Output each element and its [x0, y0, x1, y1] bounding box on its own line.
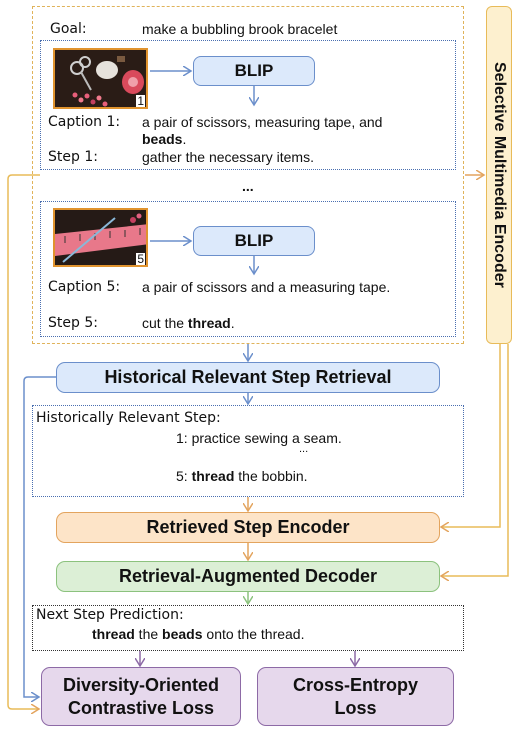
caption-1-line: a pair of scissors, measuring tape, and — [142, 114, 383, 130]
relevant-item-1: 1: practice sewing a seam. — [176, 430, 342, 446]
step-5-text: cut the thread. — [142, 315, 235, 331]
craft-supplies-image — [55, 50, 146, 107]
retrieval-box: Historical Relevant Step Retrieval — [56, 362, 440, 393]
contrastive-loss-box: Diversity-Oriented Contrastive Loss — [41, 667, 241, 726]
cross-entropy-loss-box: Cross-Entropy Loss — [257, 667, 454, 726]
prediction-bold-1: thread — [92, 626, 135, 642]
caption-1-text: a pair of scissors, measuring tape, and … — [142, 114, 448, 148]
contrastive-loss-line-1: Diversity-Oriented — [62, 675, 220, 695]
relevant-item-5-bold: thread — [191, 468, 235, 484]
step-5-bold: thread — [187, 315, 231, 331]
selective-multimedia-encoder: Selective Multimedia Encoder — [486, 6, 512, 344]
contrastive-loss-line-2: Contrastive Loss — [67, 697, 215, 718]
cross-entropy-loss-line-1: Cross-Entropy — [292, 675, 418, 695]
blip-box-1: BLIP — [193, 56, 315, 86]
prediction-mid: the — [134, 626, 163, 642]
prediction-text: thread the beads onto the thread. — [92, 626, 304, 642]
step-5-end: . — [230, 315, 235, 331]
step-5-pre: cut the — [142, 315, 188, 331]
prediction-label: Next Step Prediction: — [36, 607, 184, 623]
relevant-item-5: 5: thread the bobbin. — [176, 468, 308, 484]
ellipsis: ... — [242, 178, 254, 194]
prediction-end: onto the thread. — [202, 626, 305, 642]
step-block-5 — [40, 201, 456, 337]
image-index-5: 5 — [136, 252, 145, 266]
step-1-text: gather the necessary items. — [142, 149, 314, 165]
relevant-label: Historically Relevant Step: — [36, 410, 221, 426]
relevant-item-5-pre: 5: — [176, 468, 192, 484]
goal-label: Goal: — [50, 21, 87, 37]
image-index-1: 1 — [136, 94, 145, 108]
caption-5-text: a pair of scissors and a measuring tape. — [142, 279, 391, 295]
retrieval-augmented-decoder: Retrieval-Augmented Decoder — [56, 561, 440, 592]
step-1-label: Step 1: — [48, 149, 98, 165]
step-5-label: Step 5: — [48, 315, 98, 331]
prediction-bold-2: beads — [162, 626, 203, 642]
relevant-dots: ... — [299, 443, 309, 455]
cross-entropy-loss-line-2: Loss — [334, 697, 377, 718]
blip-box-5: BLIP — [193, 226, 315, 256]
goal-text: make a bubbling brook bracelet — [142, 21, 338, 37]
step-5-image: 5 — [53, 208, 148, 267]
measuring-tape-image — [55, 210, 146, 265]
retrieved-step-encoder: Retrieved Step Encoder — [56, 512, 440, 543]
caption-1-bold: beads — [142, 131, 183, 147]
caption-1-label: Caption 1: — [48, 114, 121, 130]
caption-1-end: . — [182, 131, 187, 147]
step-block-1 — [40, 40, 456, 170]
relevant-item-5-end: the bobbin. — [234, 468, 308, 484]
step-1-image: 1 — [53, 48, 148, 109]
caption-5-label: Caption 5: — [48, 279, 121, 295]
